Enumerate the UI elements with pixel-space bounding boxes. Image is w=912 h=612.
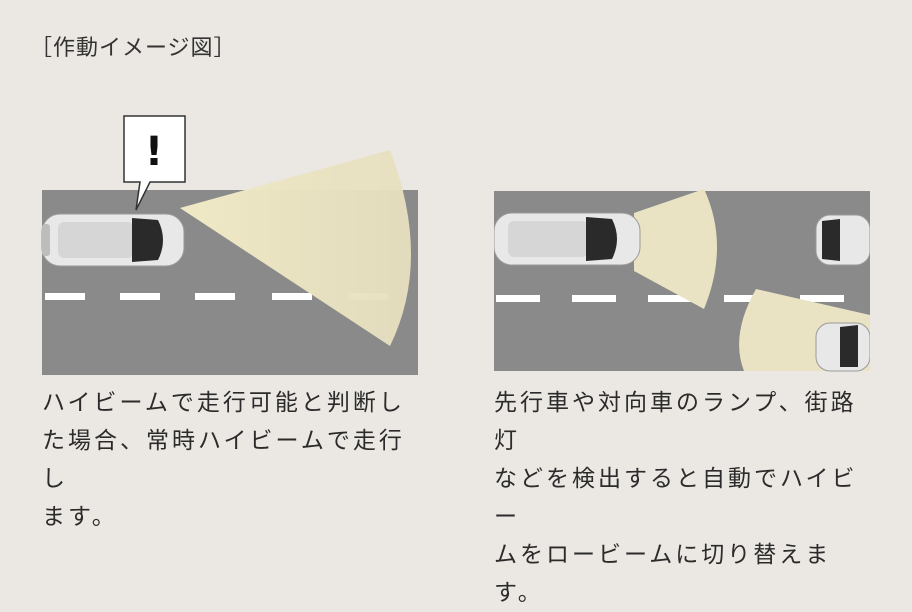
- left-description: ハイビームで走行可能と判断し た場合、常時ハイビームで走行し ます。: [42, 384, 422, 536]
- description-line: ハイビームで走行可能と判断し: [42, 390, 405, 416]
- page-title: ［作動イメージ図］: [30, 36, 237, 61]
- low-beam: [634, 189, 717, 309]
- description-line: 先行車や対向車のランプ、街路灯: [494, 390, 857, 454]
- description-line: ムをロービームに切り替えます。: [494, 542, 832, 606]
- warning-callout-icon: !: [123, 115, 186, 211]
- description-line: ます。: [42, 504, 118, 530]
- warning-symbol: !: [145, 129, 163, 175]
- description-line: た場合、常時ハイビームで走行し: [42, 428, 405, 492]
- lane-marking: [496, 295, 844, 302]
- preceding-car-icon: [815, 214, 870, 266]
- high-beam: [180, 150, 411, 346]
- car-icon: [494, 212, 641, 266]
- oncoming-car-icon: [815, 322, 870, 372]
- car-icon: [41, 213, 185, 267]
- low-beam-diagram: [494, 185, 870, 375]
- high-beam-diagram: !: [40, 110, 420, 380]
- description-line: などを検出すると自動でハイビー: [494, 466, 858, 530]
- right-description: 先行車や対向車のランプ、街路灯 などを検出すると自動でハイビー ムをロービームに…: [494, 384, 874, 612]
